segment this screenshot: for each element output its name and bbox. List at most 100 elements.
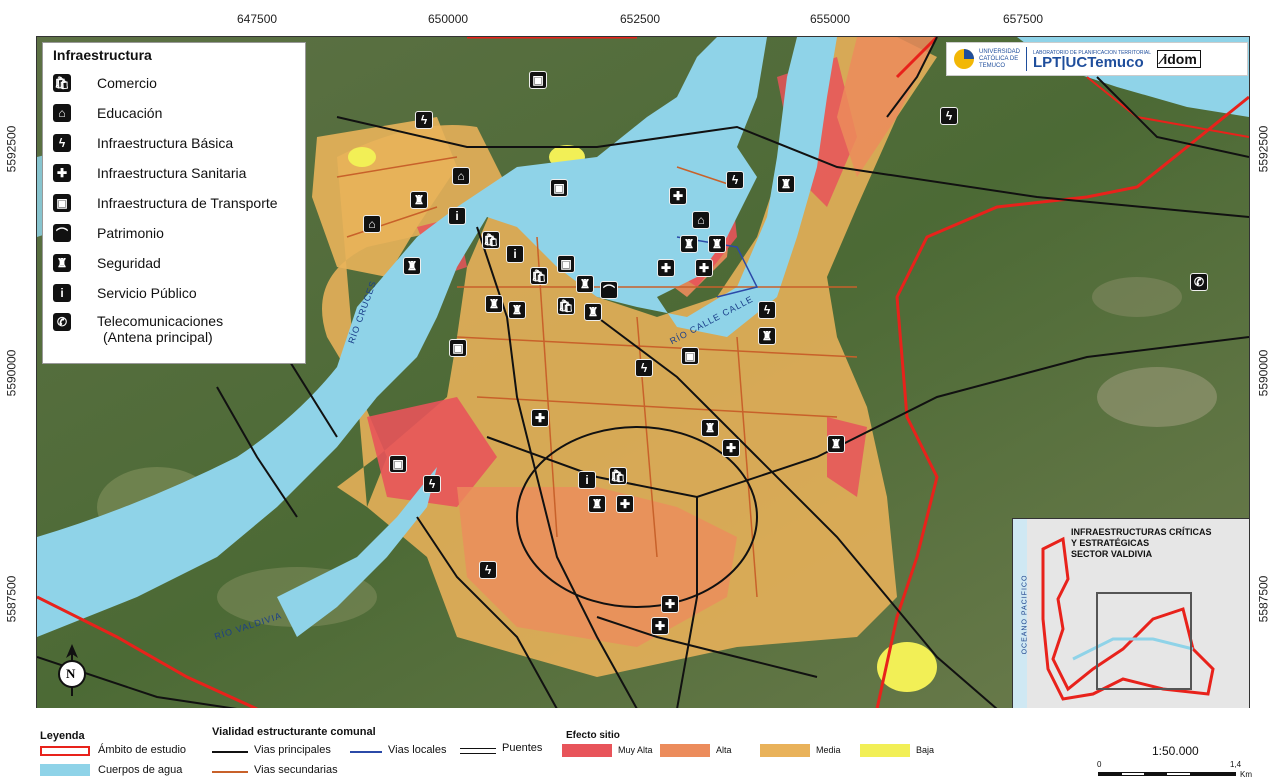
legend-label-sub: (Antena principal) <box>103 329 213 345</box>
lpt-small-text: LABORATORIO DE PLANIFICACION TERRITORIAL <box>1033 49 1152 56</box>
muy-alta-label: Muy Alta <box>618 745 653 755</box>
marker-cross-icon[interactable]: ✚ <box>531 409 549 427</box>
marker-phone-icon[interactable]: ✆ <box>1190 273 1208 291</box>
left-tick-2: 5590000 <box>4 349 19 397</box>
scale-seg <box>1167 773 1190 775</box>
marker-seguridad-icon[interactable]: ♜ <box>403 257 421 275</box>
educacion-icon: ⌂ <box>53 104 71 122</box>
marker-lightning-icon[interactable]: ϟ <box>415 111 433 129</box>
marker-bus-icon[interactable]: ▣ <box>529 71 547 89</box>
puentes-label: Puentes <box>502 742 543 754</box>
marker-bus-icon[interactable]: ▣ <box>550 179 568 197</box>
bottom-legend: Leyenda Ámbito de estudio Cuerpos de agu… <box>0 708 1282 782</box>
marker-cross-icon[interactable]: ✚ <box>657 259 675 277</box>
swatch-puentes <box>460 748 496 754</box>
marker-cross-icon[interactable]: ✚ <box>661 595 679 613</box>
baja-label: Baja <box>916 745 935 755</box>
inset-map[interactable]: INFRAESTRUCTURAS CRÍTICAS Y ESTRATÉGICAS… <box>1012 518 1250 710</box>
marker-educacion-icon[interactable]: ⌂ <box>692 211 710 229</box>
marker-comercio-icon[interactable]: 🛍 <box>530 267 548 285</box>
media-label: Media <box>816 745 841 755</box>
top-tick-4: 655000 <box>810 12 851 26</box>
info-icon: i <box>53 284 71 302</box>
marker-info-icon[interactable]: i <box>448 207 466 225</box>
efecto-title: Efecto sitio <box>566 730 620 741</box>
marker-lightning-icon[interactable]: ϟ <box>758 301 776 319</box>
marker-seguridad-icon[interactable]: ♜ <box>777 175 795 193</box>
marker-seguridad-icon[interactable]: ♜ <box>576 275 594 293</box>
idom-text: idom <box>1163 51 1197 67</box>
marker-patrimonio-icon[interactable]: ⌒ <box>600 281 618 299</box>
ring-road <box>516 426 758 608</box>
marker-seguridad-icon[interactable]: ♜ <box>827 435 845 453</box>
marker-cross-icon[interactable]: ✚ <box>669 187 687 205</box>
comercio-icon: 🛍 <box>53 74 71 92</box>
phone-icon: ✆ <box>53 313 71 331</box>
water-body <box>37 37 837 637</box>
university-name: UNIVERSIDAD CATÓLICA DE TEMUCO <box>979 49 1020 70</box>
legend-item-seguridad: ♜ Seguridad <box>53 251 161 275</box>
zone-alta-ne <box>837 37 937 177</box>
marker-seguridad-icon[interactable]: ♜ <box>701 419 719 437</box>
marker-seguridad-icon[interactable]: ♜ <box>680 235 698 253</box>
marker-bus-icon[interactable]: ▣ <box>557 255 575 273</box>
swatch-alta <box>660 744 710 757</box>
marker-seguridad-icon[interactable]: ♜ <box>508 301 526 319</box>
marker-info-icon[interactable]: i <box>506 245 524 263</box>
swatch-vias-principales <box>212 751 248 753</box>
marker-comercio-icon[interactable]: 🛍 <box>482 231 500 249</box>
marker-seguridad-icon[interactable]: ♜ <box>758 327 776 345</box>
legend-label: Telecomunicaciones <box>97 313 224 329</box>
marker-bus-icon[interactable]: ▣ <box>389 455 407 473</box>
patrimonio-icon: ⌒ <box>53 224 71 242</box>
top-tick-3: 652500 <box>620 12 661 26</box>
scale-seg <box>1099 773 1122 775</box>
legend-item-infraestructura-sanitaria: ✚ Infraestructura Sanitaria <box>53 161 246 185</box>
legend-label-group: Telecomunicaciones (Antena principal) <box>97 313 223 345</box>
marker-lightning-icon[interactable]: ϟ <box>635 359 653 377</box>
cuerpos-label: Cuerpos de agua <box>98 764 183 776</box>
marker-comercio-icon[interactable]: 🛍 <box>609 467 627 485</box>
map-canvas[interactable]: RÍO CRUCES RÍO CALLE CALLE RÍO VALDIVIA … <box>36 36 1250 710</box>
marker-educacion-icon[interactable]: ⌂ <box>452 167 470 185</box>
marker-cross-icon[interactable]: ✚ <box>616 495 634 513</box>
inset-title: INFRAESTRUCTURAS CRÍTICAS Y ESTRATÉGICAS… <box>1071 527 1212 560</box>
marker-cross-icon[interactable]: ✚ <box>695 259 713 277</box>
marker-lightning-icon[interactable]: ϟ <box>479 561 497 579</box>
marker-cross-icon[interactable]: ✚ <box>651 617 669 635</box>
marker-seguridad-icon[interactable]: ♜ <box>588 495 606 513</box>
marker-info-icon[interactable]: i <box>578 471 596 489</box>
marker-bus-icon[interactable]: ▣ <box>449 339 467 357</box>
marker-lightning-icon[interactable]: ϟ <box>726 171 744 189</box>
marker-seguridad-icon[interactable]: ♜ <box>485 295 503 313</box>
marker-seguridad-icon[interactable]: ♜ <box>708 235 726 253</box>
north-arrow-icon <box>58 644 86 696</box>
ambito-boundary <box>467 37 1249 709</box>
inset-ocean-label: OCEANO PACIFICO <box>1021 574 1029 655</box>
legend-item-comercio: 🛍 Comercio <box>53 71 157 95</box>
marker-bus-icon[interactable]: ▣ <box>681 347 699 365</box>
university-line: UNIVERSIDAD <box>979 48 1021 55</box>
marker-seguridad-icon[interactable]: ♜ <box>584 303 602 321</box>
legend-label: Educación <box>97 105 163 121</box>
marker-seguridad-icon[interactable]: ♜ <box>410 191 428 209</box>
scale-seg <box>1189 773 1236 775</box>
zone-baja <box>877 642 937 692</box>
swatch-baja <box>860 744 910 757</box>
swatch-cuerpos-agua <box>40 764 90 776</box>
vias-secundarias-label: Vias secundarias <box>254 764 338 776</box>
marker-lightning-icon[interactable]: ϟ <box>940 107 958 125</box>
marker-lightning-icon[interactable]: ϟ <box>423 475 441 493</box>
legend-item-transporte: ▣ Infraestructura de Transporte <box>53 191 278 215</box>
right-tick-3: 5587500 <box>1256 575 1271 623</box>
terrain-patch <box>1092 277 1182 317</box>
marker-comercio-icon[interactable]: 🛍 <box>557 297 575 315</box>
marker-educacion-icon[interactable]: ⌂ <box>363 215 381 233</box>
lpt-logo: LABORATORIO DE PLANIFICACION TERRITORIAL… <box>1033 49 1152 70</box>
marker-cross-icon[interactable]: ✚ <box>722 439 740 457</box>
inset-title-line: SECTOR VALDIVIA <box>1071 549 1153 559</box>
bus-icon: ▣ <box>53 194 71 212</box>
alta-label: Alta <box>716 745 732 755</box>
scale-zero: 0 <box>1097 760 1102 769</box>
left-tick-3: 5587500 <box>4 575 19 623</box>
